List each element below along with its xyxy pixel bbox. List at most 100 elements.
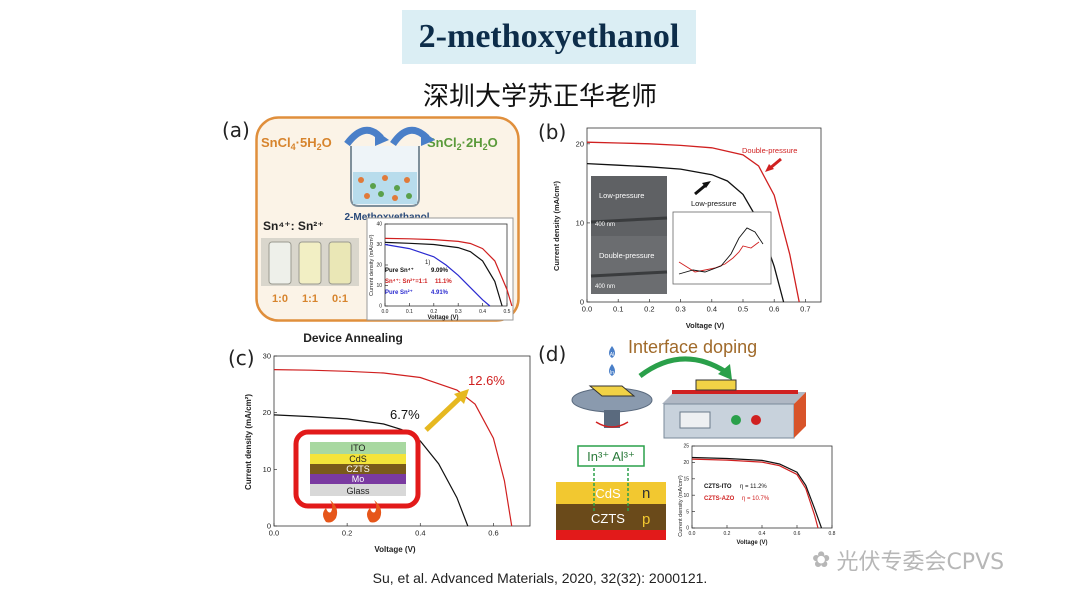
layer-glass-label: Glass <box>346 486 370 496</box>
citation: Su, et al. Advanced Materials, 2020, 32(… <box>372 570 708 586</box>
panel-a-figure: SnCl4·5H2O SnCl2·2H2O 2-Methoxyethanol S… <box>255 116 520 345</box>
watermark: ✿ 光伏专委会CPVS <box>812 544 1004 576</box>
hotplate-side <box>794 392 806 438</box>
x-tick-label: 0.4 <box>415 529 425 538</box>
inset-a-legend-2-value: 11.1% <box>435 279 452 285</box>
y-tick-label: 5 <box>686 509 689 515</box>
x-tick-label: 0.2 <box>430 309 437 315</box>
vial-3 <box>328 241 352 285</box>
x-tick-label: 0.3 <box>675 305 685 314</box>
y-tick-label: 10 <box>576 218 584 227</box>
slide-title-box: 2-methoxyethanol <box>402 10 696 64</box>
inset-d-ylabel: Current density (mA/cm²) <box>678 475 684 537</box>
y-tick-label: 15 <box>683 476 689 482</box>
eff-low-label: 6.7% <box>390 407 420 422</box>
sem-low-label: Low-pressure <box>599 191 644 200</box>
hotplate-display <box>679 411 711 429</box>
x-tick-label: 0.4 <box>759 531 766 537</box>
slide-title: 2-methoxyethanol <box>418 18 680 55</box>
ions-label: In³⁺ Al³⁺ <box>587 449 635 464</box>
hotplate-knob-red <box>751 415 761 425</box>
sem-scale-1: 400 nm <box>595 222 615 228</box>
layer-cds-label: CdS <box>349 454 367 464</box>
flame-icon <box>367 500 382 523</box>
vial-2 <box>298 241 322 285</box>
y-tick-label: 20 <box>576 139 584 148</box>
series-line-1 <box>691 456 823 529</box>
svg-text:Al: Al <box>610 352 614 358</box>
series-line-3 <box>384 243 491 307</box>
inset-a-legend-3-value: 4.91% <box>431 290 449 296</box>
panel-b-xlabel: Voltage (V) <box>686 321 725 330</box>
panel-b-label: (b) <box>538 120 567 144</box>
panel-c-ylabel: Current density (mA/cm²) <box>244 394 253 490</box>
sem-scale-2: 400 nm <box>595 284 615 290</box>
y-tick-label: 20 <box>683 460 689 466</box>
y-tick-label: 25 <box>683 444 689 450</box>
x-tick-label: 0.0 <box>689 531 696 537</box>
panel-d-inset-frame <box>674 440 838 540</box>
inset-a-legend-1-value: 9.09% <box>431 268 449 274</box>
series-line-2 <box>384 237 513 307</box>
series-line-1 <box>384 241 503 307</box>
y-tick-label: 0 <box>686 526 689 532</box>
substrate-layer <box>556 530 666 540</box>
series-line-1 <box>586 141 800 303</box>
panel-d-figure: Interface doping Al In In³⁺ Al³⁺ CdS CZT… <box>556 337 838 546</box>
inset-a-ylabel: Current density (mA/cm²) <box>369 234 375 296</box>
y-tick-label: 20 <box>376 263 382 269</box>
sem-low-pressure <box>591 176 667 236</box>
efficiency-arrow-head <box>454 389 469 404</box>
x-tick-label: 0.0 <box>269 529 279 538</box>
layer-mo <box>310 474 406 484</box>
x-tick-label: 0.1 <box>406 309 413 315</box>
layer-czts-label: CZTS <box>346 464 370 474</box>
left-reagent: SnCl4·5H2O <box>261 135 332 152</box>
inset-a-legend-2: Sn⁴⁺: Sn²⁺=1:1 <box>385 278 428 285</box>
droplet-icon <box>609 364 615 376</box>
substrate-on-spinner <box>588 385 636 397</box>
cds-layer <box>556 482 666 504</box>
panel-a-inset-frame <box>366 217 514 321</box>
slide-subtitle: 深圳大学苏正华老师 <box>422 82 657 112</box>
droplet-icon <box>609 346 615 358</box>
transfer-arrow <box>638 356 728 378</box>
inset-d-legend-1: CZTS-ITO <box>704 484 732 490</box>
flame-icon <box>323 500 338 523</box>
pour-arrow-right-head <box>421 130 435 146</box>
spin-coater-shaft <box>604 410 620 428</box>
panel-d-label: (d) <box>538 342 567 366</box>
double-pressure-arrow-head <box>765 164 774 172</box>
y-tick-label: 10 <box>263 465 271 474</box>
x-tick-label: 0.6 <box>769 305 779 314</box>
watermark-text: 光伏专委会CPVS <box>836 550 1005 575</box>
czts-layer <box>556 504 666 530</box>
x-tick-label: 0.6 <box>488 529 498 538</box>
solution-particles <box>358 175 412 201</box>
y-tick-label: 0 <box>267 522 271 531</box>
layer-mo-label: Mo <box>352 474 365 484</box>
device-annealing-caption: Device Annealing <box>303 331 403 345</box>
y-tick-label: 40 <box>376 222 382 228</box>
inset-a-xlabel: Voltage (V) <box>428 315 459 321</box>
czts-layer-label: CZTS <box>591 511 625 526</box>
panel-a-label: (a) <box>222 118 250 142</box>
sem-double-pressure <box>591 236 667 294</box>
sem-double-label: Double-pressure <box>599 251 654 260</box>
x-tick-label: 0.2 <box>724 531 731 537</box>
wechat-icon: ✿ <box>812 547 831 573</box>
layer-cds <box>310 454 406 464</box>
x-tick-label: 0.3 <box>455 309 462 315</box>
x-tick-label: 0.5 <box>738 305 748 314</box>
panel-b-small-inset <box>672 211 772 285</box>
y-tick-label: 10 <box>376 283 382 289</box>
inset-d-xlabel: Voltage (V) <box>737 540 768 546</box>
inset-d-legend-1-value: η = 11.2% <box>740 484 767 490</box>
x-tick-label: 0.5 <box>504 309 511 315</box>
inset-b-black-trace <box>678 227 764 275</box>
